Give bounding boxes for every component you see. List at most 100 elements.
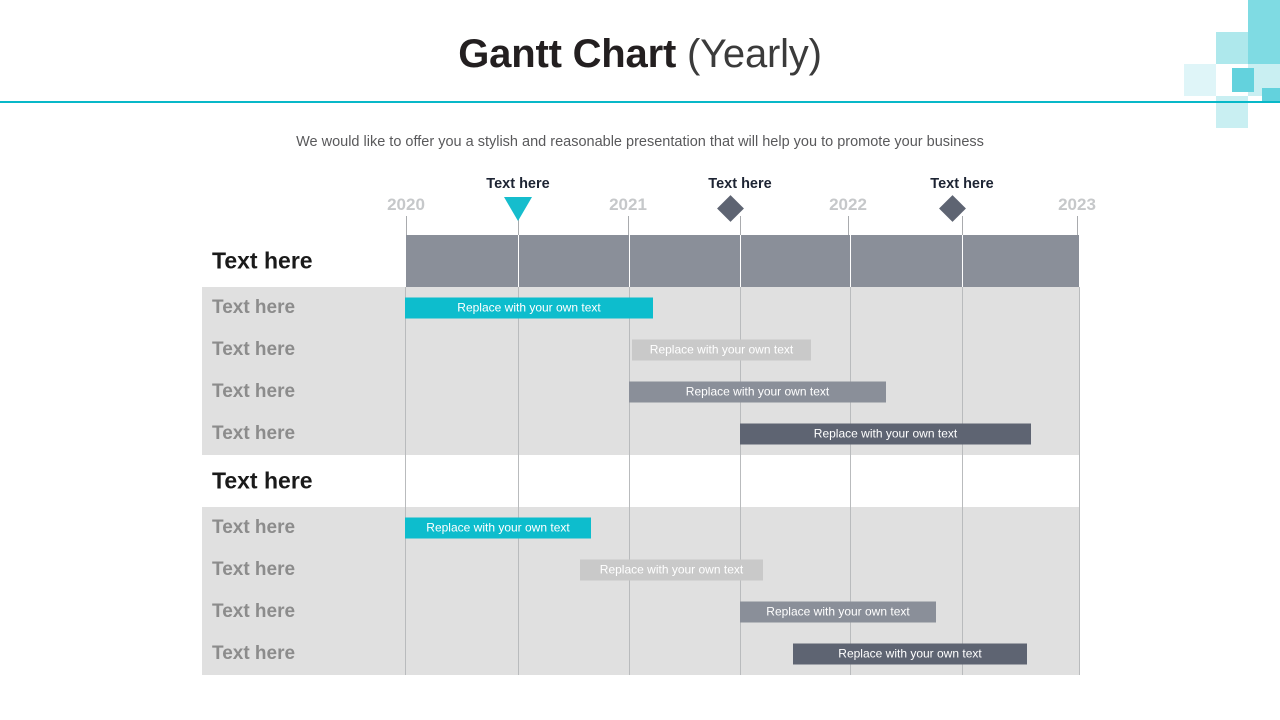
gridline [962,591,963,633]
gridline [629,413,630,455]
row-background [202,507,1080,549]
triangle-down-icon[interactable] [504,197,532,221]
gridline [850,235,851,287]
gridline [962,455,963,507]
gantt-bar[interactable]: Replace with your own text [405,517,591,539]
gridline [740,235,741,287]
gridline [962,329,963,371]
gridline [629,455,630,507]
gridline [629,591,630,633]
gridline [850,287,851,329]
gridline [518,455,519,507]
gridline [962,549,963,591]
gantt-section-header: Text here [202,455,1080,507]
gantt-task-row: Text here Replace with your own text [202,591,1080,633]
gridline [1079,287,1080,329]
diamond-icon[interactable] [939,195,972,222]
gridline [405,235,406,287]
task-label: Text here [212,517,296,538]
gridline [1079,371,1080,413]
axis-year-label: 2023 [1058,195,1096,214]
section-header-bar [405,235,1080,287]
gantt-task-row: Text here Replace with your own text [202,329,1080,371]
section-label: Text here [212,247,313,274]
gridline [962,235,963,287]
gridline [405,455,406,507]
gridline [518,371,519,413]
axis-year-tick [406,216,407,235]
axis-year-tick [848,216,849,235]
gridline [629,633,630,675]
gantt-task-row: Text here Replace with your own text [202,507,1080,549]
diamond-icon-shape [939,195,966,222]
title-divider [0,101,1280,103]
gridline [518,413,519,455]
gridline [518,329,519,371]
milestone-stem [518,216,519,235]
gridline [405,371,406,413]
task-label: Text here [212,339,296,360]
gridline [850,455,851,507]
gridline [629,235,630,287]
subtitle: We would like to offer you a stylish and… [296,134,984,150]
milestone-label: Text here [708,176,772,192]
gantt-bar[interactable]: Replace with your own text [629,381,886,403]
gridline [740,633,741,675]
gridline [629,329,630,371]
gridline [740,287,741,329]
gridline [962,371,963,413]
axis-year-label: 2022 [829,195,867,214]
axis-year-label: 2021 [609,195,647,214]
gantt-bar[interactable]: Replace with your own text [632,339,811,361]
task-label: Text here [212,601,296,622]
gridline [1079,549,1080,591]
gridline [1079,507,1080,549]
gridline [740,507,741,549]
gridline [405,591,406,633]
gantt-bar[interactable]: Replace with your own text [405,297,653,319]
row-background [202,455,1080,507]
milestone-label: Text here [930,176,994,192]
task-label: Text here [212,559,296,580]
title-bold: Gantt Chart [458,32,687,76]
gridline [629,507,630,549]
gridline [518,633,519,675]
axis-year-label: 2020 [387,195,425,214]
gantt-task-row: Text here Replace with your own text [202,549,1080,591]
gridline [518,549,519,591]
milestone-label: Text here [486,176,550,192]
diamond-icon-shape [717,195,744,222]
mosaic-tile [1262,88,1280,102]
gridline [850,549,851,591]
gridline [962,507,963,549]
gridline [405,413,406,455]
diamond-icon[interactable] [717,195,750,222]
gridline [405,329,406,371]
gantt-bar[interactable]: Replace with your own text [793,643,1027,665]
gridline [1079,413,1080,455]
gridline [518,591,519,633]
gantt-bar[interactable]: Replace with your own text [740,423,1031,445]
axis-year-tick [1077,216,1078,235]
gridline [1079,329,1080,371]
gridline [962,287,963,329]
section-label: Text here [212,467,313,494]
gantt-bar[interactable]: Replace with your own text [580,559,763,581]
gridline [1079,633,1080,675]
row-background [202,591,1080,633]
gantt-task-row: Text here Replace with your own text [202,371,1080,413]
gridline [850,507,851,549]
gridline [405,633,406,675]
title-light: (Yearly) [686,32,822,76]
gantt-section-header: Text here [202,235,1080,287]
timeline-axis: 2020 2021 2022 2023 Text here Text here Text h… [202,176,1096,235]
gantt-bar[interactable]: Replace with your own text [740,601,936,623]
task-label: Text here [212,381,296,402]
gridline [850,329,851,371]
gridline [405,549,406,591]
triangle-down-icon-shape [504,197,532,221]
